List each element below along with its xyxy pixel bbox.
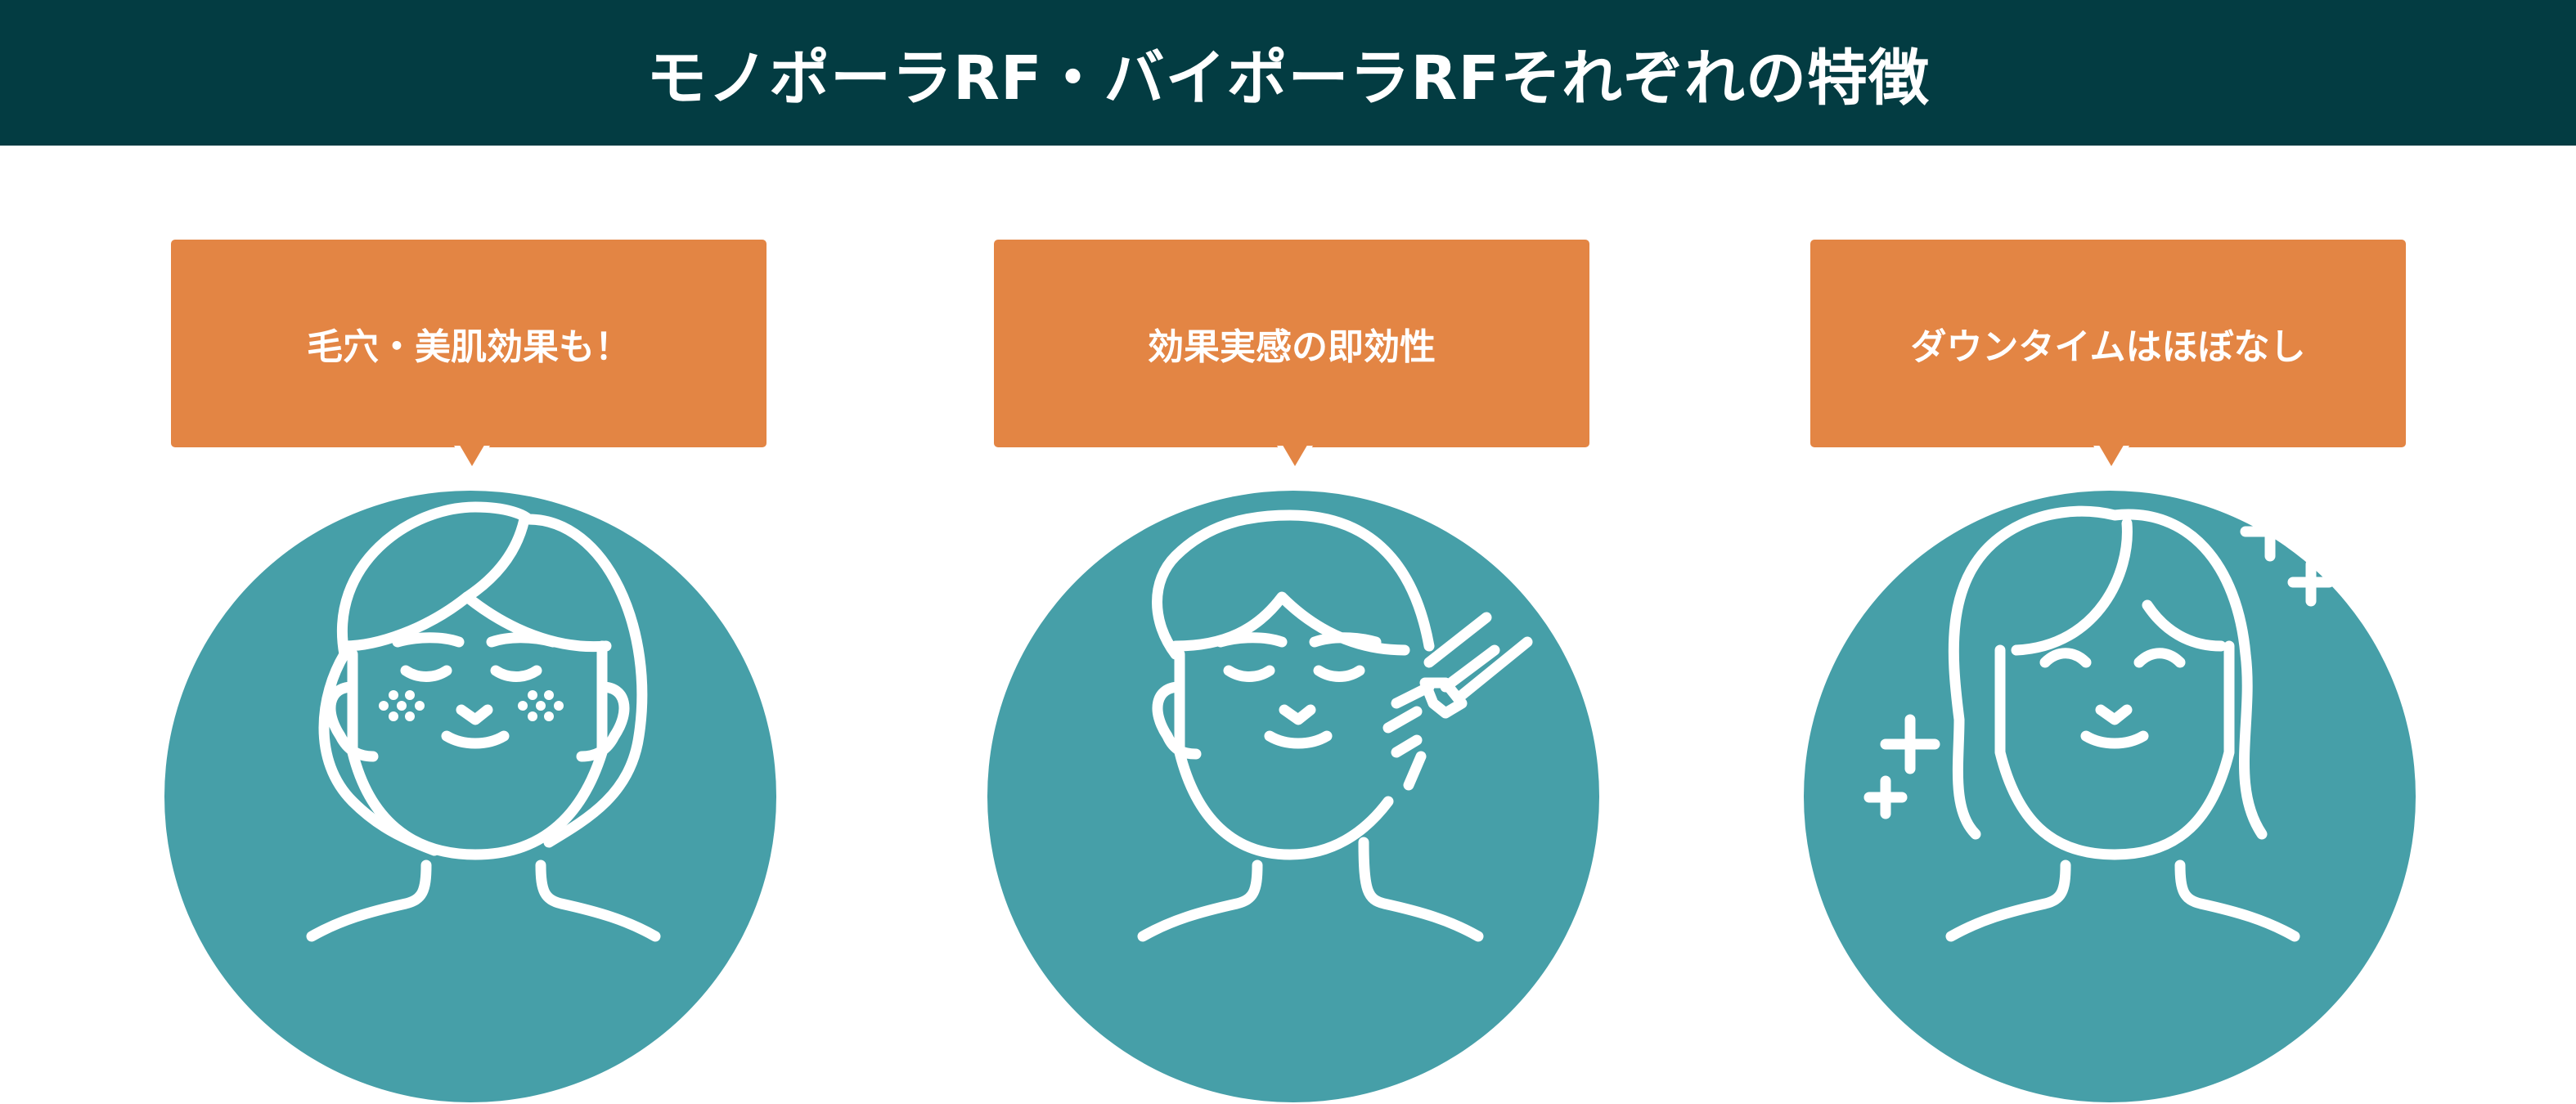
header-bar: モノポーラRF・バイポーラRFそれぞれの特徴 <box>0 0 2576 146</box>
man-face-rf-device-icon <box>1137 509 1533 942</box>
icon-circle <box>987 491 1599 1102</box>
feature-label-box: ダウンタイムはほぼなし <box>1808 237 2408 450</box>
page-title: モノポーラRF・バイポーラRFそれぞれの特徴 <box>645 43 1931 114</box>
callout-pointer <box>454 442 490 475</box>
callout-pointer <box>1277 442 1313 475</box>
callout-pointer <box>2093 442 2129 475</box>
feature-label: ダウンタイムはほぼなし <box>1910 326 2306 368</box>
woman-face-pores-icon <box>306 501 661 942</box>
feature-label: 効果実感の即効性 <box>1148 326 1436 368</box>
woman-face-sparkle-icon <box>1863 501 2335 942</box>
feature-card-downtime: ダウンタイムはほぼなし <box>1804 237 2416 1102</box>
feature-label-box: 毛穴・美肌効果も！ <box>169 237 769 450</box>
feature-card-immediate: 効果実感の即効性 <box>987 237 1599 1102</box>
feature-label: 毛穴・美肌効果も！ <box>307 326 631 368</box>
feature-card-pores: 毛穴・美肌効果も！ <box>164 237 776 1102</box>
feature-label-box: 効果実感の即効性 <box>991 237 1592 450</box>
